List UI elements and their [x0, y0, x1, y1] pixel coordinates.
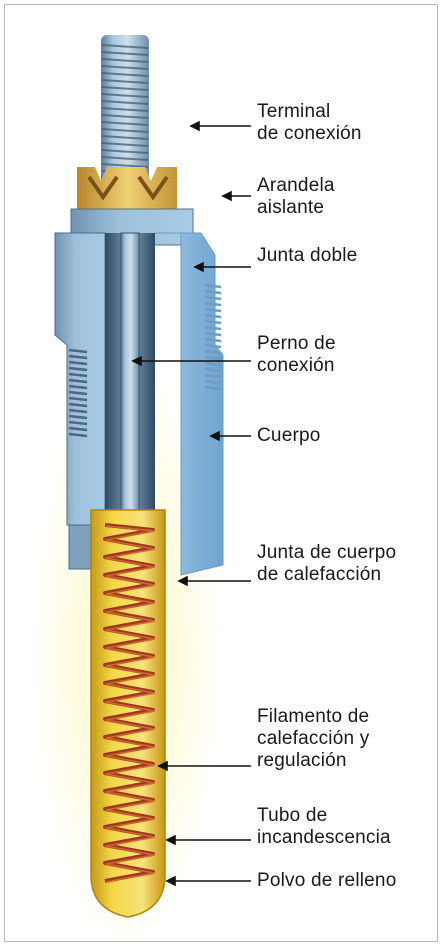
label-line: Arandela — [257, 175, 335, 196]
label-line: incandescencia — [257, 827, 391, 848]
label-line: Cuerpo — [257, 425, 321, 446]
label-junta-de-cuerpo: Junta de cuerpo de calefacción — [257, 542, 396, 586]
label-line: conexión — [257, 355, 335, 376]
insulating-washer — [77, 167, 177, 211]
label-perno-de-conexion: Perno de conexión — [257, 333, 336, 377]
label-line: Tubo de — [257, 805, 328, 826]
label-junta-doble: Junta doble — [257, 245, 357, 267]
label-line: Terminal — [257, 101, 331, 122]
label-line: Junta de cuerpo — [257, 542, 397, 563]
label-tubo-de-incandescencia: Tubo de incandescencia — [257, 805, 391, 849]
label-line: Perno de — [257, 333, 336, 354]
label-line: aislante — [257, 197, 325, 218]
label-cuerpo: Cuerpo — [257, 425, 321, 447]
label-arandela-aislante: Arandela aislante — [257, 175, 335, 219]
label-line: calefacción y — [257, 728, 370, 749]
diagram-frame: Terminal de conexión Arandela aislante J… — [4, 4, 438, 943]
label-terminal-de-conexion: Terminal de conexión — [257, 101, 362, 145]
label-line: regulación — [257, 750, 347, 771]
label-line: Polvo de relleno — [257, 870, 397, 891]
label-line: de calefacción — [257, 564, 382, 585]
glow-plug-illustration — [32, 35, 251, 943]
label-line: de conexión — [257, 123, 362, 144]
label-filamento: Filamento de calefacción y regulación — [257, 706, 369, 772]
label-polvo-de-relleno: Polvo de relleno — [257, 870, 396, 892]
label-line: Junta doble — [257, 245, 358, 266]
label-line: Filamento de — [257, 706, 370, 727]
